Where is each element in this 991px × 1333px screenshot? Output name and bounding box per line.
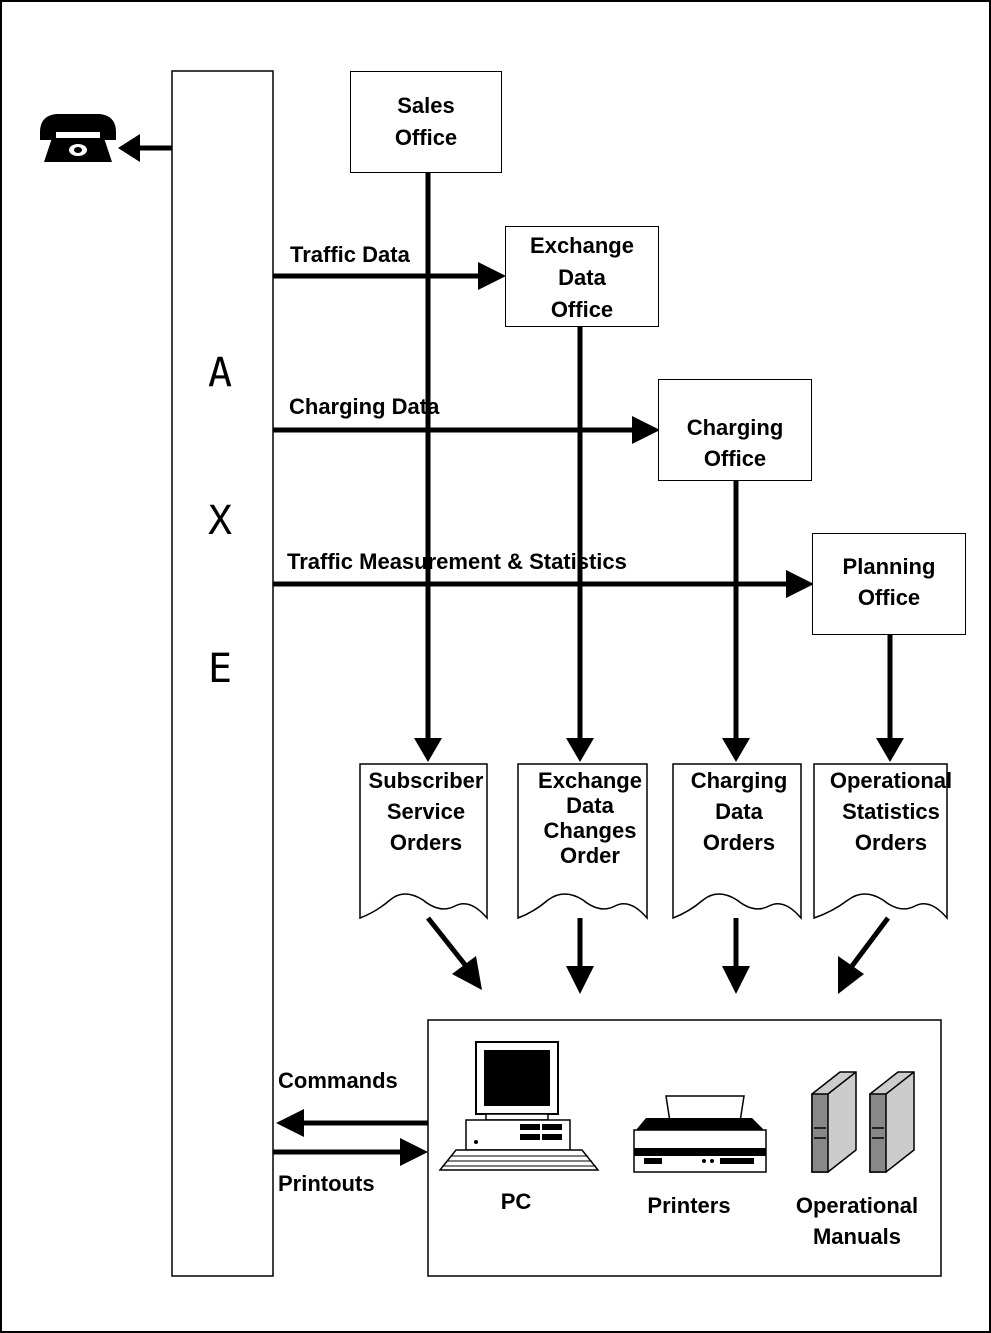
exchange-office-label-3: Office bbox=[550, 297, 614, 322]
printers-label: Printers bbox=[647, 1193, 731, 1218]
charging-office-label-2: Office bbox=[703, 446, 767, 471]
exchange-orders-document bbox=[517, 763, 648, 921]
subscriber-orders-line-2: Service bbox=[386, 799, 466, 824]
charging-orders-line-2: Data bbox=[715, 799, 763, 824]
exchange-orders-line-4: Order bbox=[560, 843, 620, 868]
computer-icon bbox=[438, 1041, 600, 1171]
axe-letter-a: A bbox=[207, 350, 233, 396]
manuals-line-1: Operational bbox=[795, 1193, 919, 1218]
operational-orders-line-1: Operational bbox=[829, 768, 953, 793]
subscriber-orders-line-1: Subscriber bbox=[368, 768, 484, 793]
charging-orders-label: Charging Data Orders bbox=[675, 765, 803, 858]
exchange-office-label-2: Data bbox=[558, 265, 606, 290]
operational-orders-line-3: Orders bbox=[854, 830, 928, 855]
planning-office-label-2: Office bbox=[857, 585, 921, 610]
manuals-label: Operational Manuals bbox=[784, 1190, 930, 1252]
charging-orders-document bbox=[672, 763, 802, 921]
traffic-measurement-label: Traffic Measurement & Statistics bbox=[287, 549, 627, 574]
exchange-orders-label: Exchange Data Changes Order bbox=[526, 765, 654, 871]
operational-orders-line-2: Statistics bbox=[842, 799, 940, 824]
pc-label: PC bbox=[500, 1189, 532, 1214]
binder-icon bbox=[811, 1071, 915, 1173]
traffic-data-label: Traffic Data bbox=[290, 242, 410, 267]
commands-label: Commands bbox=[278, 1068, 398, 1093]
planning-office-label-1: Planning bbox=[842, 554, 936, 579]
subscriber-to-equipment-arrow bbox=[426, 916, 468, 968]
axe-letter-e: E bbox=[207, 646, 233, 692]
planning-office-box: Planning Office bbox=[812, 533, 966, 635]
axe-letter-x: X bbox=[207, 498, 233, 544]
printouts-label: Printouts bbox=[278, 1171, 375, 1196]
axe-exchange-box bbox=[171, 70, 274, 1277]
charging-orders-line-1: Charging bbox=[690, 768, 788, 793]
printer-icon bbox=[633, 1095, 767, 1173]
operational-orders-document bbox=[813, 763, 948, 921]
subscriber-orders-line-3: Orders bbox=[389, 830, 463, 855]
manuals-line-2: Manuals bbox=[812, 1224, 902, 1249]
exchange-data-office-box: Exchange Data Office bbox=[505, 226, 659, 327]
charging-office-label-1: Charging bbox=[686, 415, 784, 440]
operational-to-equipment-arrow bbox=[850, 916, 890, 968]
charging-orders-line-3: Orders bbox=[702, 830, 776, 855]
charging-data-label: Charging Data bbox=[289, 394, 440, 419]
subscriber-orders-label: Subscriber Service Orders bbox=[362, 765, 490, 858]
sales-office-box: Sales Office bbox=[350, 71, 502, 173]
sales-office-label-2: Office bbox=[394, 125, 458, 150]
exchange-orders-line-3: Changes bbox=[543, 818, 637, 843]
subscriber-orders-document bbox=[359, 763, 488, 921]
charging-office-box: Charging Office bbox=[658, 379, 812, 481]
exchange-office-label-1: Exchange bbox=[530, 233, 634, 258]
telephone-icon bbox=[40, 114, 116, 162]
operational-orders-label: Operational Statistics Orders bbox=[818, 765, 964, 858]
exchange-orders-line-2: Data bbox=[566, 793, 614, 818]
sales-office-label-1: Sales bbox=[397, 93, 455, 118]
exchange-orders-line-1: Exchange bbox=[538, 768, 642, 793]
